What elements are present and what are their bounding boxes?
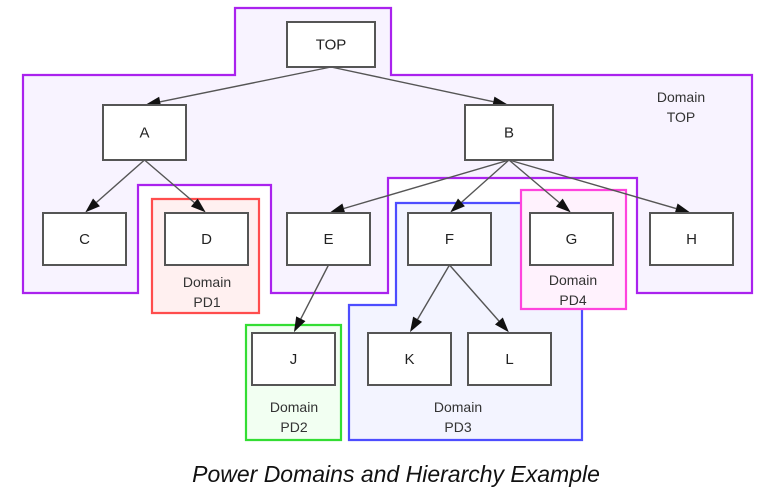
edge-arrowhead-icon (190, 198, 206, 213)
node-j[interactable]: J (251, 332, 336, 386)
node-label-k: K (404, 351, 414, 368)
edge-b-to-f (450, 159, 510, 213)
figure-caption: Power Domains and Hierarchy Example (192, 461, 600, 487)
domain-label-line1: Domain (434, 399, 482, 415)
edge-arrowhead-icon (85, 198, 100, 213)
node-box-j[interactable] (251, 332, 336, 386)
node-e[interactable]: E (286, 212, 371, 266)
domain-label-line1: Domain (183, 274, 231, 290)
node-label-f: F (445, 231, 454, 248)
node-box-h[interactable] (649, 212, 734, 266)
node-top[interactable]: TOP (286, 21, 376, 68)
domain-label-line2: PD1 (193, 294, 220, 310)
edge-line (330, 66, 494, 103)
module-nodes-layer: TOP A B C D E F G H J K L (42, 21, 734, 386)
node-label-c: C (79, 231, 90, 248)
node-box-c[interactable] (42, 212, 127, 266)
node-label-b: B (504, 124, 514, 141)
domain-boundary-top (21, 6, 754, 295)
node-box-a[interactable] (102, 104, 187, 161)
edge-arrowhead-icon (293, 316, 306, 333)
edge-b-to-g (508, 159, 571, 213)
node-f[interactable]: F (407, 212, 492, 266)
node-label-d: D (201, 231, 212, 248)
node-label-g: G (566, 231, 578, 248)
domain-label-line2: PD3 (444, 419, 471, 435)
domain-label-line1: Domain (549, 272, 597, 288)
node-d[interactable]: D (164, 212, 249, 266)
node-k[interactable]: K (367, 332, 452, 386)
node-box-e[interactable] (286, 212, 371, 266)
edge-f-to-l (448, 264, 509, 333)
node-g[interactable]: G (529, 212, 614, 266)
domain-label-line2: PD2 (280, 419, 307, 435)
node-a[interactable]: A (102, 104, 187, 161)
edge-a-to-d (144, 159, 206, 213)
edge-line (448, 264, 500, 322)
node-label-j: J (290, 351, 298, 368)
node-h[interactable]: H (649, 212, 734, 266)
domain-label-line2: PD4 (559, 292, 586, 308)
node-label-e: E (323, 231, 333, 248)
edge-b-to-e (329, 159, 510, 214)
edge-line (460, 159, 510, 203)
domain-label-line1: Domain (270, 399, 318, 415)
node-box-b[interactable] (464, 104, 554, 161)
edge-b-to-h (508, 159, 691, 214)
node-label-a: A (139, 124, 149, 141)
node-box-d[interactable] (164, 212, 249, 266)
edge-line (300, 264, 330, 320)
edge-line (160, 66, 332, 103)
node-b[interactable]: B (464, 104, 554, 161)
node-c[interactable]: C (42, 212, 127, 266)
edge-line (144, 159, 195, 204)
node-box-f[interactable] (407, 212, 492, 266)
node-box-g[interactable] (529, 212, 614, 266)
node-box-top[interactable] (286, 21, 376, 68)
hierarchy-edges-layer (85, 66, 691, 333)
node-label-l: L (505, 351, 513, 368)
edge-line (508, 159, 677, 210)
edge-line (343, 159, 510, 210)
node-box-k[interactable] (367, 332, 452, 386)
edge-arrowhead-icon (555, 198, 571, 213)
domain-label-line2: TOP (667, 109, 696, 125)
node-l[interactable]: L (467, 332, 552, 386)
node-label-top: TOP (316, 36, 347, 53)
edge-line (96, 159, 145, 203)
domain-label-line1: Domain (657, 89, 705, 105)
edge-arrowhead-icon (495, 317, 509, 333)
edge-line (508, 159, 560, 204)
edge-arrowhead-icon (329, 203, 346, 214)
node-label-h: H (686, 231, 697, 248)
edge-f-to-k (410, 264, 451, 333)
edge-arrowhead-icon (674, 203, 691, 214)
domain-labels-layer: DomainTOPDomainPD1DomainPD2DomainPD3Doma… (183, 89, 705, 435)
edge-line (417, 264, 451, 320)
edge-arrowhead-icon (450, 198, 465, 213)
edge-a-to-c (85, 159, 145, 213)
edge-e-to-j (293, 264, 330, 333)
node-box-l[interactable] (467, 332, 552, 386)
edge-arrowhead-icon (410, 316, 423, 333)
